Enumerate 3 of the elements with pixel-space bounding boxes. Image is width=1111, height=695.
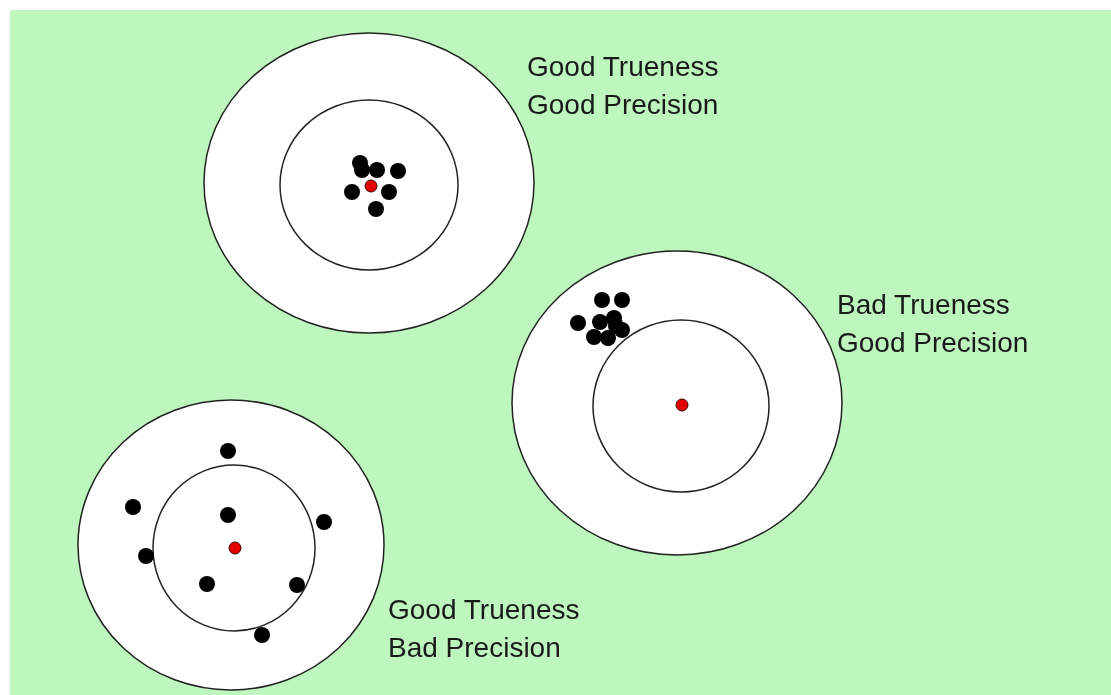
target-caption: Good Trueness Good Precision bbox=[527, 50, 720, 122]
target-caption: Bad Trueness Good Precision bbox=[837, 288, 1030, 360]
target-caption: Good Trueness Bad Precision bbox=[388, 593, 581, 665]
